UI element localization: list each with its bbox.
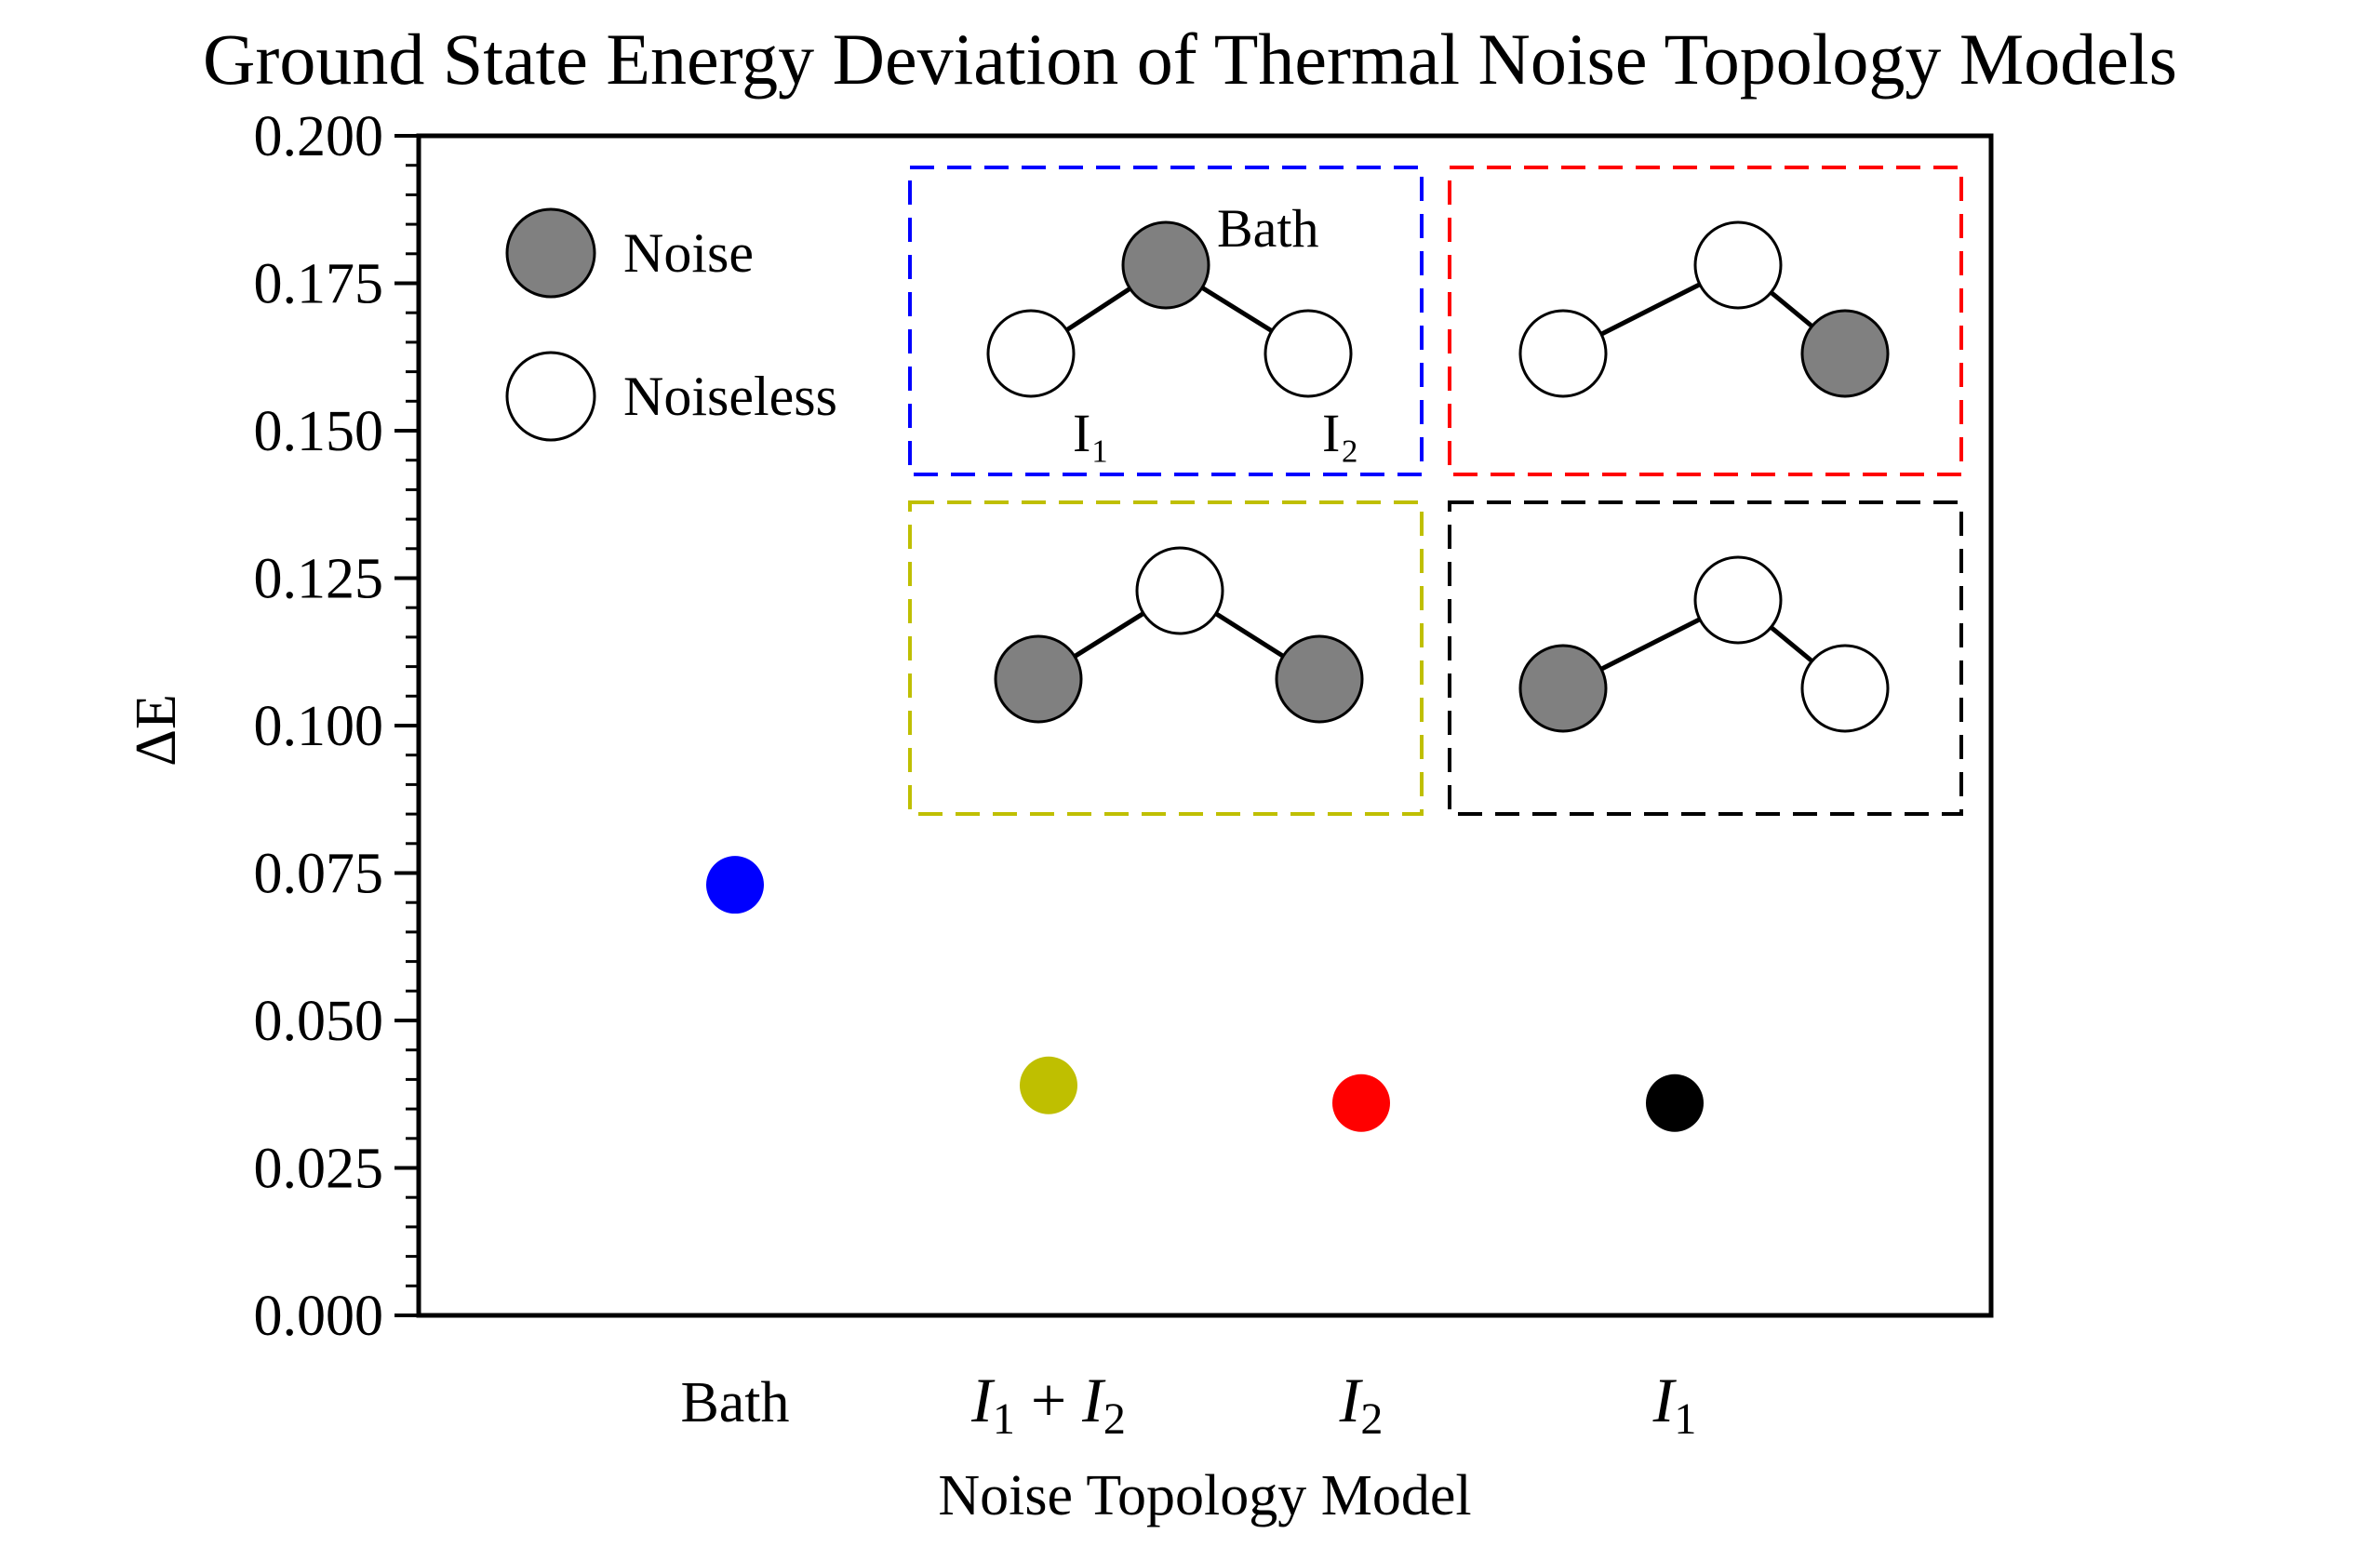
noiseless-node — [986, 309, 1076, 398]
noiseless-node — [1264, 309, 1353, 398]
data-point — [1020, 1056, 1077, 1114]
noiseless-node — [1518, 309, 1608, 398]
y-tick-label: 0.200 — [254, 105, 384, 168]
noise-node — [1800, 309, 1890, 398]
noiseless-node — [1135, 546, 1224, 635]
y-tick-label: 0.075 — [254, 843, 384, 906]
data-point — [1646, 1074, 1704, 1132]
y-tick-label: 0.050 — [254, 990, 384, 1053]
noise-node — [1518, 644, 1608, 733]
y-tick-label: 0.175 — [254, 253, 384, 316]
legend-label: Noise — [623, 222, 754, 284]
inset-label-i2: I₂ — [1322, 403, 1359, 463]
noise-node — [994, 634, 1083, 724]
y-tick-label: 0.150 — [254, 400, 384, 463]
inset-label-i1: I₁ — [1073, 403, 1110, 463]
legend-label: Noiseless — [623, 366, 837, 427]
y-tick-label: 0.125 — [254, 548, 384, 611]
inset-border — [1448, 166, 1963, 476]
data-point — [1332, 1074, 1390, 1132]
x-tick-label: I2 — [1339, 1365, 1384, 1444]
noise-node — [1121, 220, 1210, 310]
y-tick-label: 0.100 — [254, 695, 384, 758]
data-point — [706, 856, 764, 914]
inset-border — [1448, 500, 1963, 816]
y-tick-label: 0.025 — [254, 1138, 384, 1201]
x-tick-label: Bath — [680, 1371, 789, 1434]
x-tick-label: I1 + I2 — [970, 1365, 1126, 1444]
noiseless-node — [1800, 644, 1890, 733]
plot-area: 0.000 0.025 0.050 0.075 0.100 0.125 0.150 0.175… — [254, 105, 1994, 1444]
x-axis-label: Noise Topology Model — [938, 1464, 1471, 1527]
noiseless-node — [1693, 555, 1783, 645]
y-axis-label: ΔE — [125, 694, 188, 767]
legend-marker — [505, 351, 596, 442]
topology-inset — [908, 500, 1424, 816]
noise-node — [1275, 634, 1364, 724]
plot-frame — [416, 133, 1994, 1318]
inset-border — [908, 500, 1424, 816]
x-tick-label: I1 — [1652, 1365, 1697, 1444]
y-axis-label-group: ΔE — [125, 694, 188, 767]
chart-title: Ground State Energy Deviation of Thermal… — [203, 19, 2177, 100]
legend-marker — [505, 207, 596, 299]
inset-label-bath: Bath — [1217, 198, 1319, 259]
y-tick-label: 0.000 — [254, 1285, 384, 1348]
topology-inset — [1448, 166, 1963, 476]
noiseless-node — [1693, 220, 1783, 310]
topology-inset — [1448, 500, 1963, 816]
